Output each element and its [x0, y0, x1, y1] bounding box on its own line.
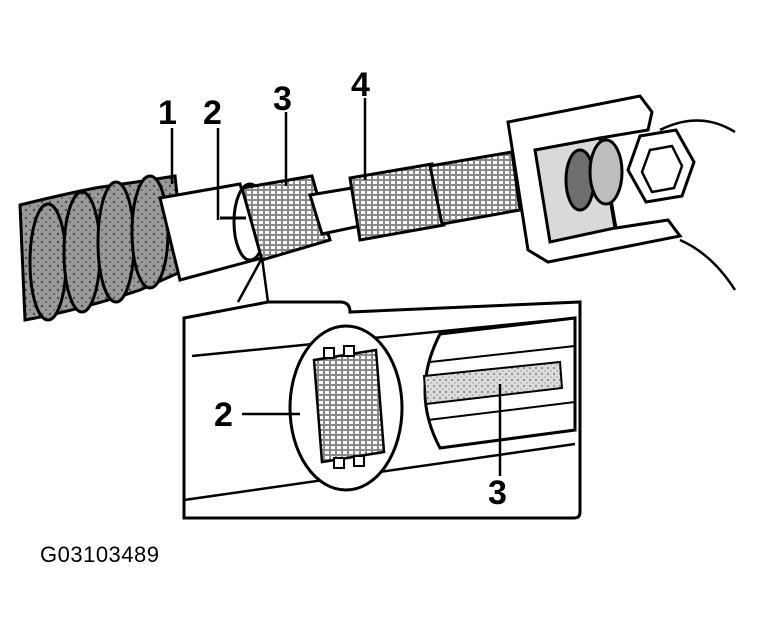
u-joint-yoke	[506, 94, 737, 291]
callout-1: 1	[158, 94, 177, 132]
inset-pointer-left	[236, 257, 264, 303]
figure-id: G03103489	[40, 542, 160, 567]
spline-section	[240, 174, 332, 262]
callout-4: 4	[351, 66, 370, 104]
spline-section-upper	[348, 150, 522, 242]
inset-callout-2: 2	[214, 396, 233, 434]
inset-detail: 2 3	[182, 300, 582, 520]
callout-2: 2	[203, 94, 222, 132]
callout-3: 3	[273, 80, 292, 118]
inset-callout-3: 3	[488, 474, 507, 512]
inset-pointer-right	[260, 257, 270, 303]
